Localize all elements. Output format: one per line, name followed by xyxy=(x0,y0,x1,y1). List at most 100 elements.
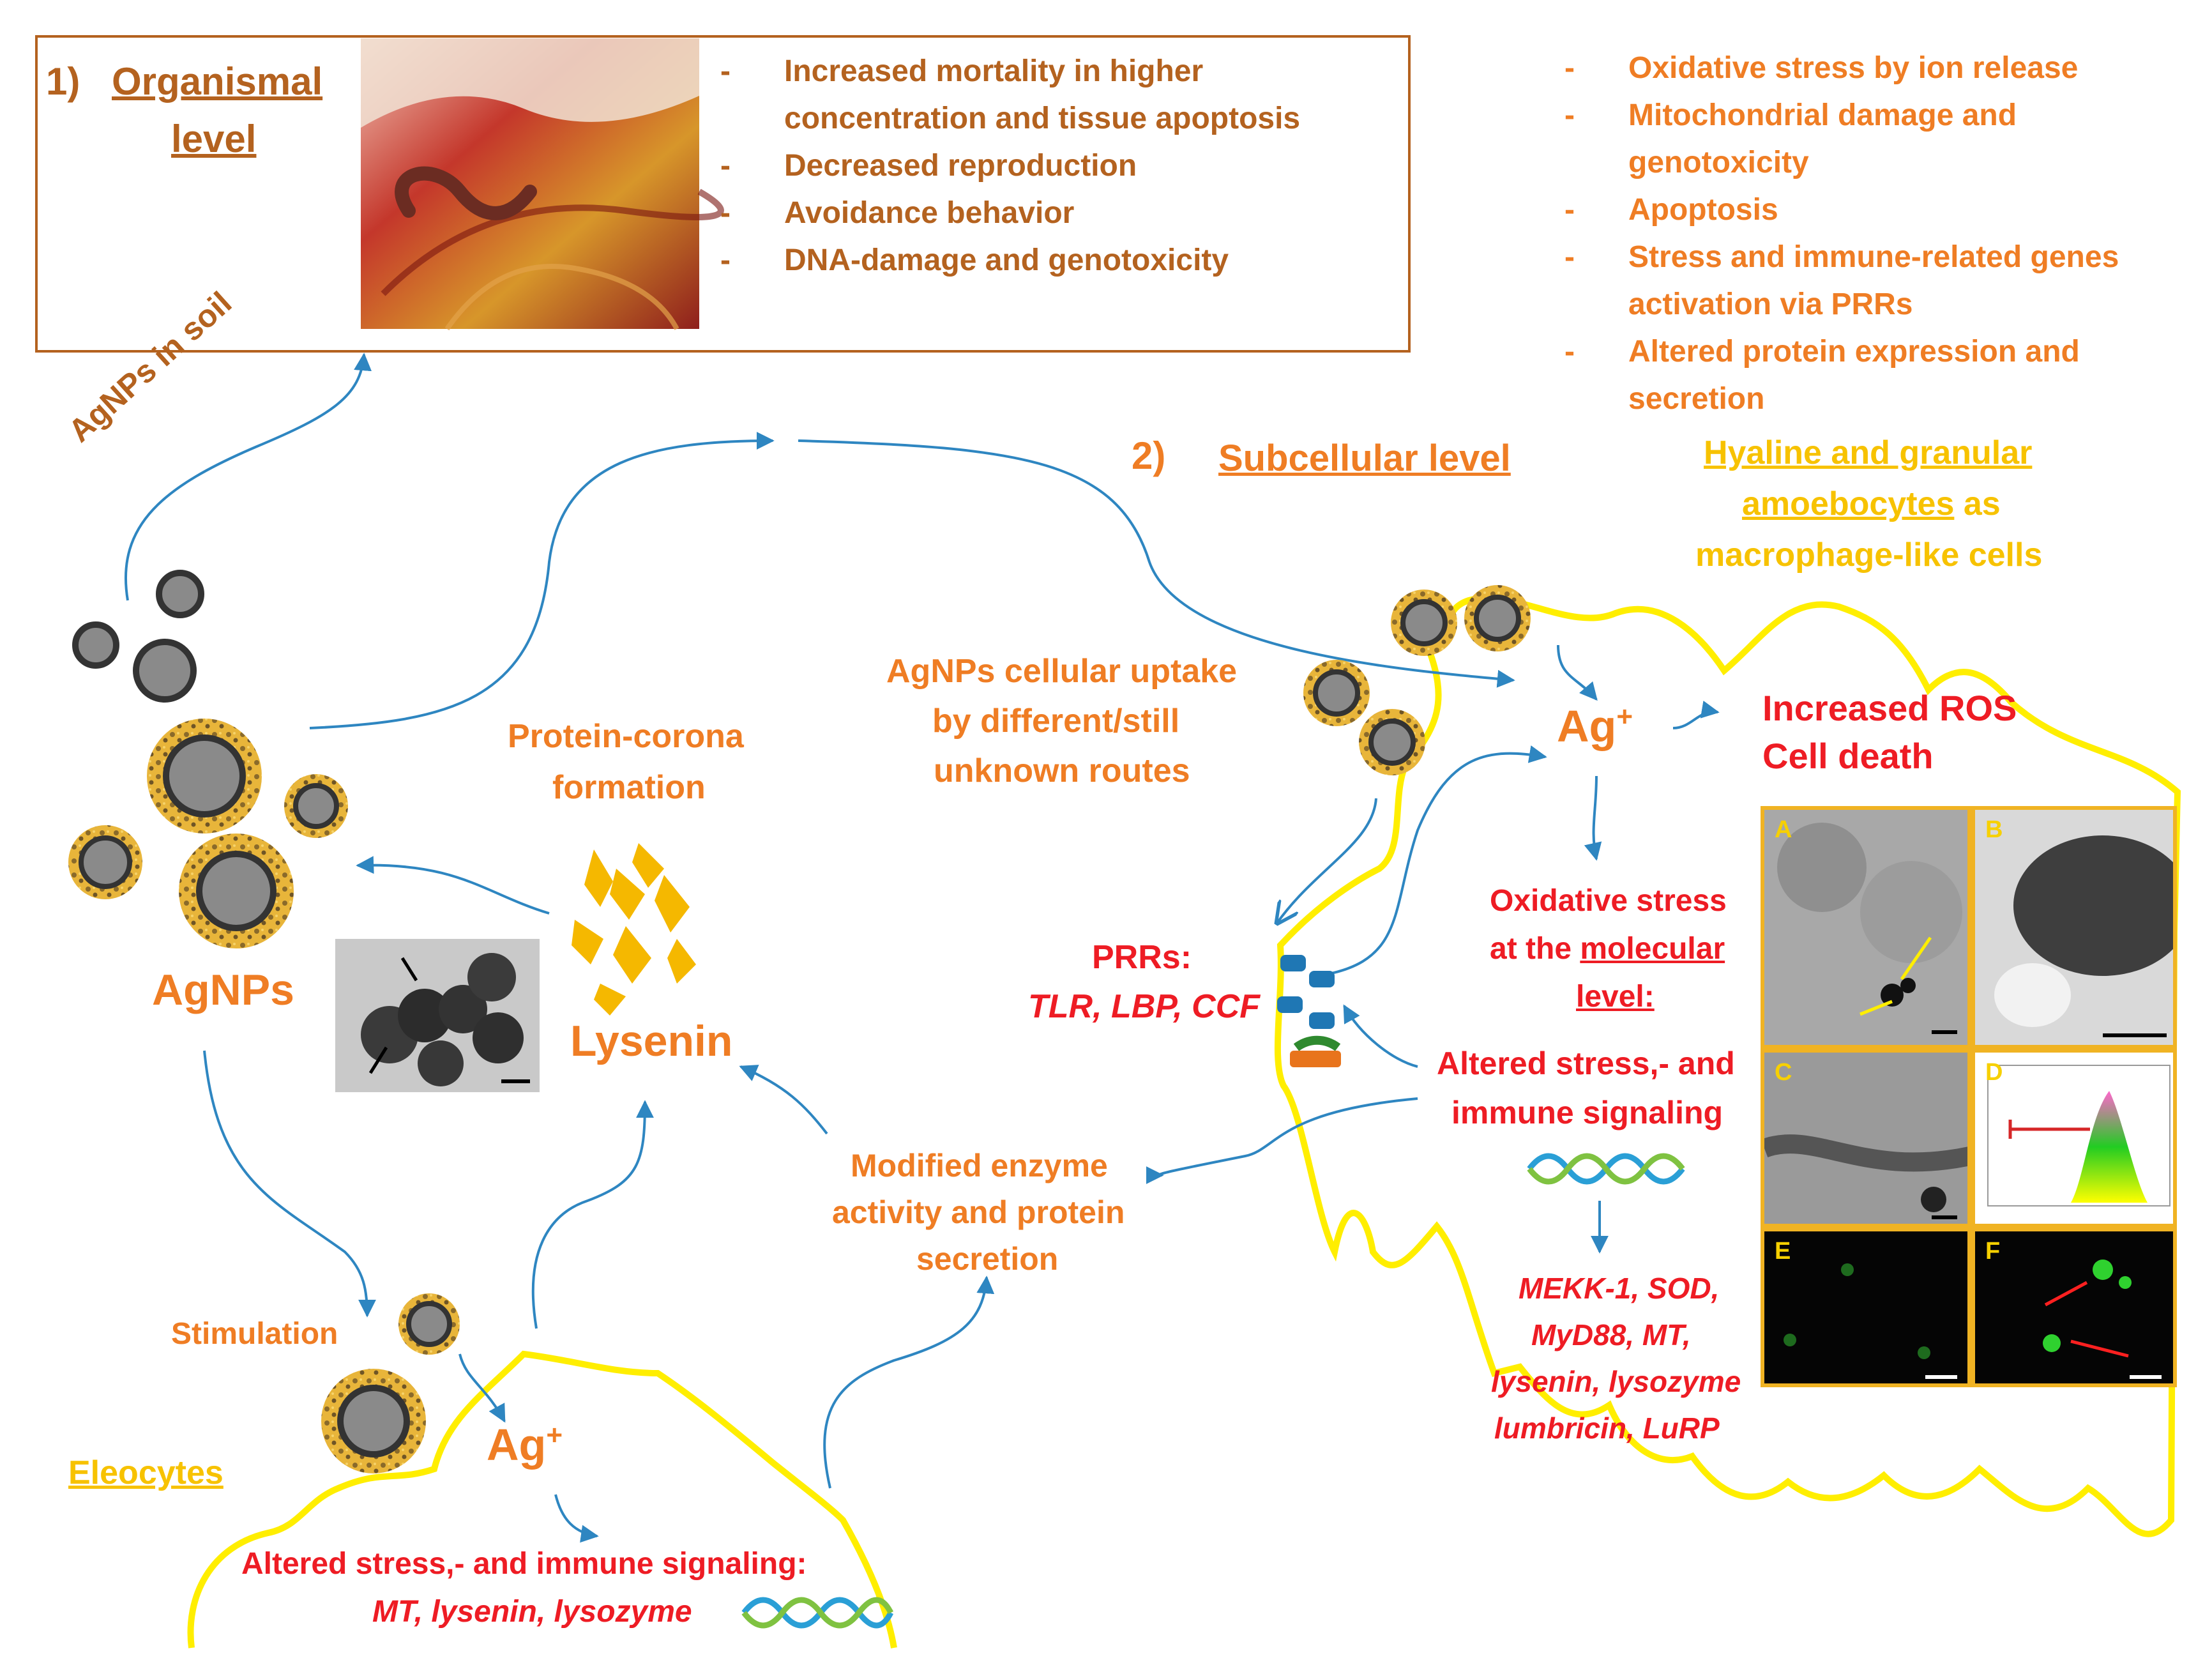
panel-d-histogram xyxy=(1987,1065,2170,1206)
organismal-effect: DNA-damage and genotoxicity xyxy=(720,237,1300,284)
ag-symbol: Ag xyxy=(487,1420,547,1470)
panel-label-e: E xyxy=(1775,1238,1791,1265)
arrow-lysenin-to-agnps xyxy=(356,856,550,915)
panel-label-a: A xyxy=(1775,816,1792,843)
scale-bar xyxy=(1932,1215,1957,1219)
dna-helix-icon xyxy=(1527,1153,1685,1185)
ros-line2: Cell death xyxy=(1762,736,1934,776)
panel-f-fluorescence xyxy=(2043,1260,2132,1358)
micrograph-panel-d: D xyxy=(1971,1049,2177,1228)
ag-charge: + xyxy=(1616,701,1633,733)
ag-ion-eleocyte: Ag+ xyxy=(487,1418,563,1472)
ag-symbol: Ag xyxy=(1557,701,1617,751)
arrow-top-arc xyxy=(309,432,775,729)
micrograph-panel-c: C xyxy=(1761,1049,1971,1228)
organismal-title-line1: Organismal xyxy=(112,60,323,103)
subcellular-effect: Apoptosis xyxy=(1564,186,2119,234)
amoebocytes-line3: macrophage-like cells xyxy=(1695,537,2043,574)
panel-e-fluorescence xyxy=(1784,1263,1930,1359)
subcellular-effect: Altered protein expression and xyxy=(1564,328,2119,376)
arrow-eleo-up-modified xyxy=(823,1275,995,1489)
arrow-stim-to-ag xyxy=(458,1353,506,1423)
modified-line1: Modified enzyme xyxy=(851,1148,1108,1184)
oxstress-line3: level: xyxy=(1576,980,1655,1014)
subcellular-effect: secretion xyxy=(1628,382,1765,416)
organismal-effect: concentration and tissue apoptosis xyxy=(784,102,1301,135)
altered-line1: Altered stress,- and xyxy=(1437,1046,1735,1081)
stimulation-agnps xyxy=(321,1293,460,1473)
organismal-effect: Decreased reproduction xyxy=(720,142,1300,190)
genes-line2: MyD88, MT, xyxy=(1531,1318,1691,1351)
organismal-effects-list: Increased mortality in higher concentrat… xyxy=(720,48,1300,284)
organismal-effect: Increased mortality in higher xyxy=(720,48,1300,95)
ag-charge: + xyxy=(546,1419,563,1451)
subcellular-effect: Oxidative stress by ion release xyxy=(1564,45,2119,92)
modified-line2: activity and protein xyxy=(832,1194,1125,1230)
arrow-to-organismal xyxy=(124,353,372,601)
modified-line3: secretion xyxy=(916,1241,1059,1277)
oxstress-molecular: molecular xyxy=(1580,932,1725,966)
arrow-ag-to-ros xyxy=(1672,701,1720,729)
subcellular-effects-list: Oxidative stress by ion release Mitochon… xyxy=(1564,45,2119,423)
eleocyte-signal: Altered stress,- and immune signaling: xyxy=(241,1547,807,1581)
micrograph-panel-f: F xyxy=(1971,1228,2177,1387)
prrs-title: PRRs: xyxy=(1092,939,1192,976)
genes-line3: lysenin, lysozyme xyxy=(1491,1365,1741,1398)
micrograph-panel-a: A xyxy=(1761,806,1971,1049)
agnps-label: AgNPs xyxy=(152,966,294,1014)
arrow-altered-to-prrs xyxy=(1343,1004,1418,1068)
arrow-ag-to-oxstress xyxy=(1584,775,1602,861)
subcellular-effect: Stress and immune-related genes xyxy=(1564,234,2119,281)
ros-line1: Increased ROS xyxy=(1762,688,2017,728)
scale-bar xyxy=(1932,1030,1957,1034)
protein-corona-line2: formation xyxy=(552,769,706,806)
genes-line1: MEKK-1, SOD, xyxy=(1519,1272,1720,1305)
altered-line2: immune signaling xyxy=(1451,1095,1723,1130)
arrow-altered-to-modified xyxy=(1146,1097,1418,1184)
amoebocytes-line1: Hyaline and granular xyxy=(1704,434,2033,471)
amoebocytes-word: amoebocytes xyxy=(1742,485,1955,522)
receptor-icon xyxy=(1277,955,1341,1067)
amoebocytes-as: as xyxy=(1954,485,2001,522)
uptake-line1: AgNPs cellular uptake xyxy=(886,653,1238,690)
coronated-agnps xyxy=(68,719,348,948)
nanoparticle-icon xyxy=(72,570,204,703)
earthworm-photo xyxy=(361,38,724,331)
lysenin-protein-icon xyxy=(572,843,696,1016)
stimulation-label: Stimulation xyxy=(171,1317,338,1351)
micrograph-panel-e: E xyxy=(1761,1228,1971,1387)
eleocyte-genes: MT, lysenin, lysozyme xyxy=(372,1595,692,1629)
dna-helix-icon-eleocyte xyxy=(741,1597,894,1629)
uptake-agnps xyxy=(1303,585,1531,775)
panel-label-c: C xyxy=(1775,1059,1792,1086)
amoebocytes-line2: amoebocytes as xyxy=(1742,484,2001,524)
arrow-agnps-down xyxy=(203,1050,376,1318)
organismal-effect: Avoidance behavior xyxy=(720,190,1300,237)
ag-ion-cell: Ag+ xyxy=(1557,699,1633,753)
subcellular-number: 2) xyxy=(1132,434,1166,477)
scale-bar xyxy=(2103,1033,2167,1037)
panel-c-texture xyxy=(1764,1134,1967,1212)
organismal-title-line2: level xyxy=(171,118,257,160)
scale-bar xyxy=(1925,1375,1957,1379)
uptake-line2: by different/still xyxy=(932,703,1180,740)
lysenin-label: Lysenin xyxy=(570,1017,733,1065)
panel-label-f: F xyxy=(1985,1238,2001,1265)
arrow-modified-to-lysenin xyxy=(739,1065,828,1135)
arrow-to-ag-cell xyxy=(798,439,1515,688)
eleocytes-label: Eleocytes xyxy=(68,1454,223,1491)
panel-label-d: D xyxy=(1985,1059,2003,1086)
amoebocyte-membrane xyxy=(1274,595,2181,1537)
scale-bar xyxy=(2130,1375,2162,1379)
oxstress-line1: Oxidative stress xyxy=(1490,884,1727,918)
genes-line4: lumbricin, LuRP xyxy=(1494,1412,1720,1445)
subcellular-effect: genotoxicity xyxy=(1628,146,1809,179)
arrow-particles-to-ag xyxy=(1557,644,1598,701)
oxstress-at-the: at the xyxy=(1490,932,1580,966)
arrow-ag-to-signal xyxy=(554,1494,599,1543)
eleocyte-membrane xyxy=(187,1350,897,1648)
subcellular-title: Subcellular level xyxy=(1218,438,1511,479)
organismal-number: 1) xyxy=(46,60,80,103)
subcellular-effect: Mitochondrial damage and xyxy=(1564,92,2119,139)
